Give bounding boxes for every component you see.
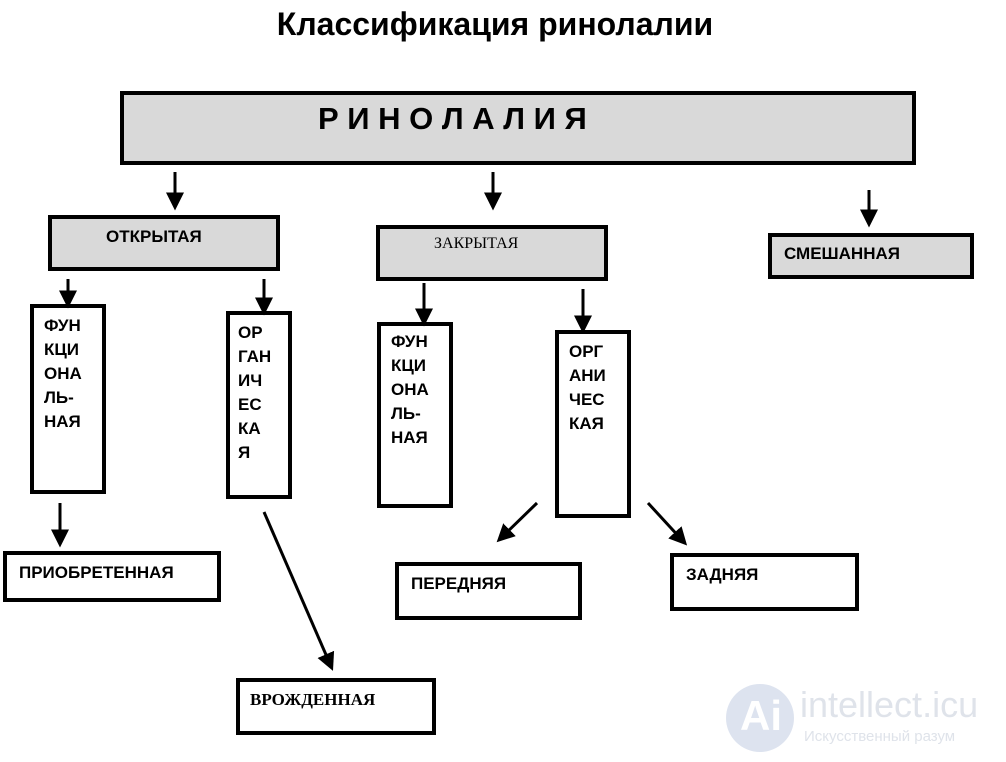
node-open-functional: ФУН КЦИ ОНА ЛЬ- НАЯ: [30, 304, 106, 494]
node-mixed: СМЕШАННАЯ: [768, 233, 974, 279]
watermark-logo-icon: Ai: [726, 684, 794, 752]
root-node-rhinolalia: Р И Н О Л А Л И Я: [120, 91, 916, 165]
node-closed-functional-label: ФУН КЦИ ОНА ЛЬ- НАЯ: [391, 332, 429, 447]
arrow-organic-to-posterior: [646, 501, 688, 546]
node-closed-label: ЗАКРЫТАЯ: [434, 235, 519, 252]
node-posterior: ЗАДНЯЯ: [670, 553, 859, 611]
root-node-label: Р И Н О Л А Л И Я: [318, 101, 587, 136]
arrow-organic-to-congenital: [262, 511, 335, 671]
node-closed: ЗАКРЫТАЯ: [376, 225, 608, 281]
node-posterior-label: ЗАДНЯЯ: [686, 565, 759, 584]
node-closed-organic: ОРГ АНИ ЧЕС КАЯ: [555, 330, 631, 518]
diagram-title: Классификация ринолалии: [276, 6, 714, 42]
node-open-organic: ОР ГАН ИЧ ЕС КА Я: [226, 311, 292, 499]
node-closed-organic-label: ОРГ АНИ ЧЕС КАЯ: [569, 342, 606, 433]
node-acquired-label: ПРИОБРЕТЕННАЯ: [19, 563, 174, 582]
arrow-organic-to-anterior: [496, 501, 539, 543]
node-mixed-label: СМЕШАННАЯ: [784, 244, 900, 263]
node-congenital-label: ВРОЖДЕННАЯ: [250, 690, 376, 709]
node-closed-functional: ФУН КЦИ ОНА ЛЬ- НАЯ: [377, 322, 453, 508]
node-open: ОТКРЫТАЯ: [48, 215, 280, 271]
node-congenital: ВРОЖДЕННАЯ: [236, 678, 436, 735]
node-open-organic-label: ОР ГАН ИЧ ЕС КА Я: [238, 323, 272, 462]
node-open-functional-label: ФУН КЦИ ОНА ЛЬ- НАЯ: [44, 316, 82, 431]
watermark-brand: intellect.icu: [800, 684, 979, 725]
watermark: Ai intellect.icu Искусственный разум: [726, 684, 996, 758]
node-anterior: ПЕРЕДНЯЯ: [395, 562, 582, 620]
node-anterior-label: ПЕРЕДНЯЯ: [411, 574, 507, 593]
node-open-label: ОТКРЫТАЯ: [106, 227, 202, 246]
watermark-subtitle: Искусственный разум: [804, 728, 956, 745]
node-acquired: ПРИОБРЕТЕННАЯ: [3, 551, 221, 602]
